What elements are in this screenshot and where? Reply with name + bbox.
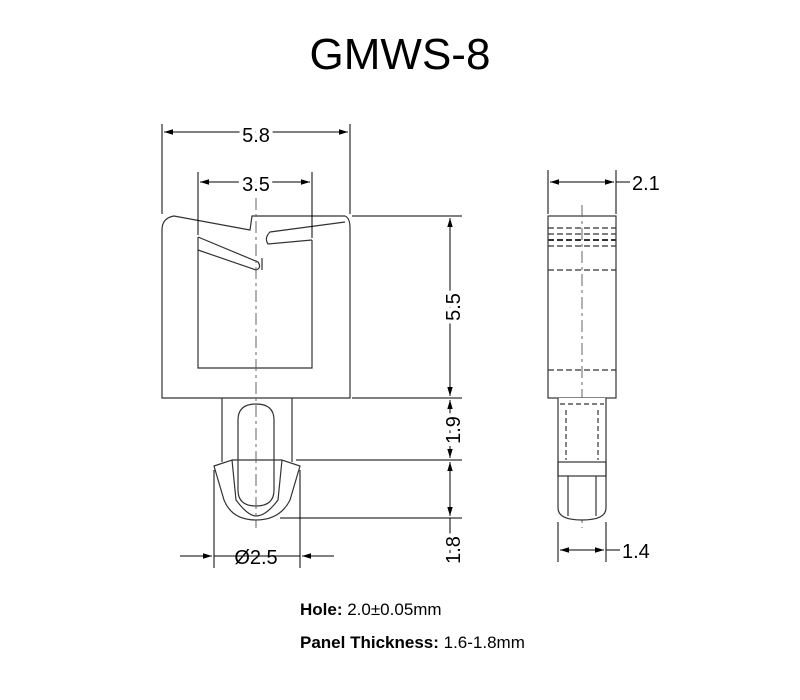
spec-panel-label: Panel Thickness: — [300, 633, 439, 652]
spec-panel-thickness: Panel Thickness: 1.6-1.8mm — [300, 633, 525, 653]
front-dimension-labels: 5.8 3.5 5.5 1.9 1.8 Ø2.5 — [234, 121, 469, 569]
label-slot-width: 3.5 — [242, 174, 270, 196]
side-dimensions — [547, 170, 630, 562]
label-head-height: 1.8 — [443, 536, 465, 564]
side-dimension-labels: 2.1 1.4 — [622, 173, 660, 563]
front-dimensions — [161, 124, 462, 568]
pin-head — [213, 459, 301, 521]
label-body-height: 5.5 — [443, 293, 465, 321]
label-neck-height: 1.9 — [443, 416, 465, 444]
side-pin — [557, 398, 607, 521]
front-view — [161, 198, 351, 528]
part-title: GMWS-8 — [309, 30, 491, 79]
spec-hole-value: 2.0±0.05mm — [342, 600, 442, 619]
spec-panel-value: 1.6-1.8mm — [438, 633, 525, 652]
label-overall-width: 5.8 — [242, 125, 270, 147]
label-pin-diameter: Ø2.5 — [234, 547, 277, 569]
pin-slot — [237, 403, 275, 507]
side-view — [547, 205, 617, 528]
label-side-pin-width: 1.4 — [622, 541, 650, 563]
spec-hole-label: Hole: — [300, 600, 343, 619]
label-side-thickness: 2.1 — [632, 173, 660, 195]
spec-hole: Hole: 2.0±0.05mm — [300, 600, 442, 620]
